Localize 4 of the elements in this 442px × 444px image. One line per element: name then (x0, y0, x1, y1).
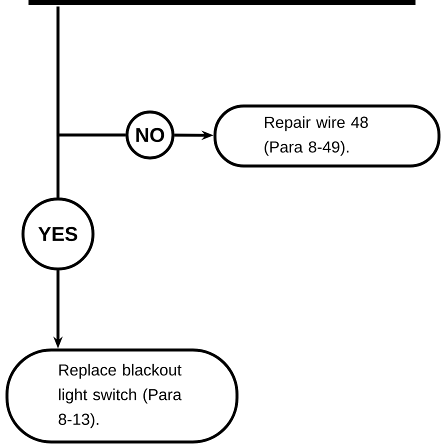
frame-edge (28, 0, 416, 5)
action-box: Repair wire 48 (Para 8-49). (214, 104, 440, 168)
connector-line (56, 6, 60, 198)
action-box: Replace blackout light switch (Para 8-13). (6, 348, 238, 444)
